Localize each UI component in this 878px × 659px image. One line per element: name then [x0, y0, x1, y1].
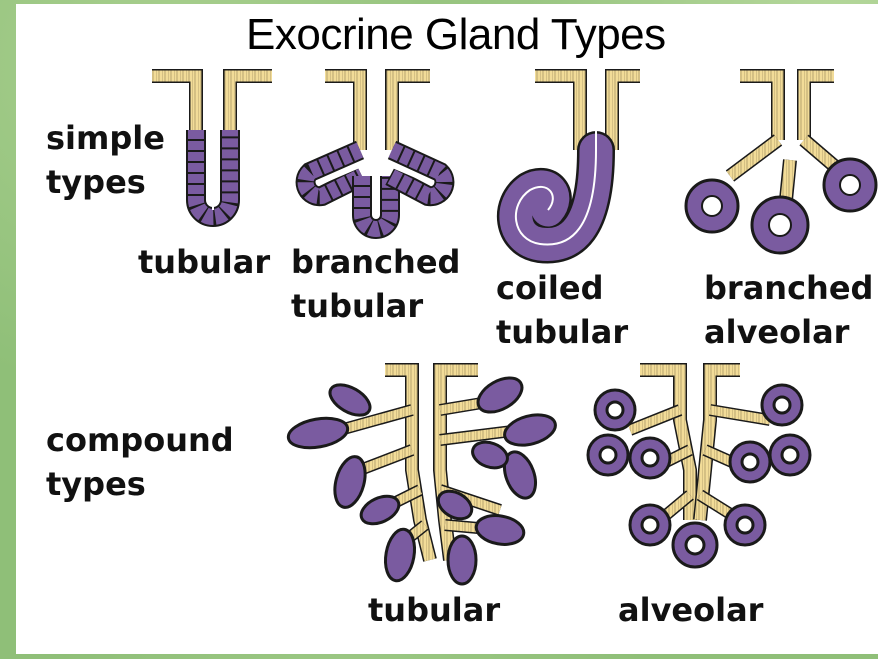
gland-compound-tubular: [286, 370, 559, 584]
gland-compound-alveolar: [588, 370, 810, 567]
gland-branched-alveolar: [686, 76, 876, 253]
gland-branched-tubular: [306, 76, 445, 229]
gland-coiled-tubular: [516, 76, 640, 245]
gland-simple-tubular: [152, 76, 272, 217]
